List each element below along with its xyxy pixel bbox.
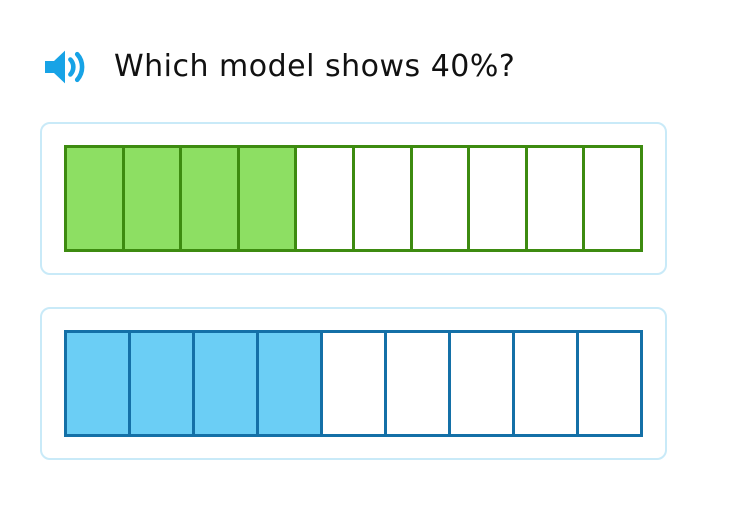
question-row: Which model shows 40%? — [30, 42, 738, 92]
audio-button[interactable] — [30, 42, 96, 92]
segment-empty — [451, 333, 515, 434]
model-card-blue[interactable] — [40, 307, 667, 460]
fraction-bar-blue — [64, 330, 643, 437]
fraction-bar-green — [64, 145, 643, 252]
segment-empty — [354, 148, 413, 249]
segment-filled — [131, 333, 195, 434]
segment-empty — [412, 148, 471, 249]
segment-empty — [323, 333, 387, 434]
question-text: Which model shows 40%? — [114, 49, 516, 84]
model-card-green[interactable] — [40, 122, 667, 275]
answer-options — [0, 122, 738, 460]
segment-filled — [67, 148, 125, 249]
segment-filled — [182, 148, 240, 249]
segment-empty — [297, 148, 355, 249]
segment-filled — [259, 333, 323, 434]
segment-empty — [585, 148, 640, 249]
segment-filled — [124, 148, 183, 249]
segment-filled — [239, 148, 298, 249]
segment-empty — [527, 148, 586, 249]
segment-empty — [470, 148, 528, 249]
page: { "question": { "text": "Which model sho… — [0, 42, 738, 514]
segment-empty — [515, 333, 579, 434]
segment-empty — [579, 333, 640, 434]
speaker-icon — [45, 50, 85, 84]
segment-filled — [195, 333, 259, 434]
segment-filled — [67, 333, 131, 434]
segment-empty — [387, 333, 451, 434]
